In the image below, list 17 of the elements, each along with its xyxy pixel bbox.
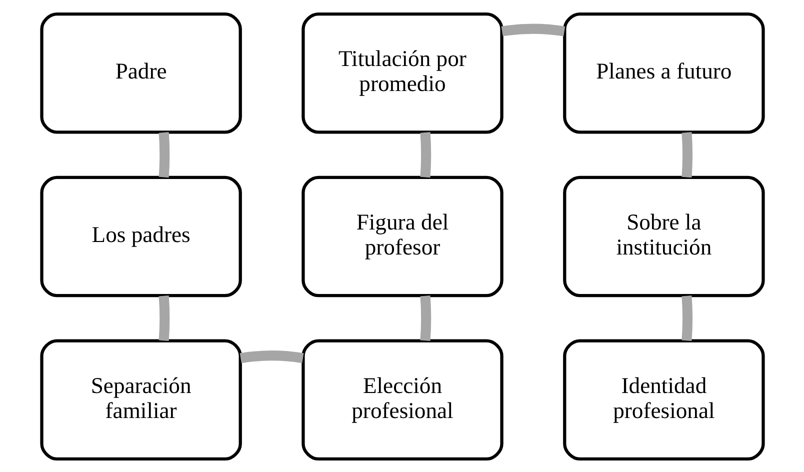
node-box: Titulación por promedio [301, 12, 503, 134]
node-box: Planes a futuro [562, 12, 764, 134]
connector [420, 294, 431, 340]
connector [239, 350, 304, 363]
connector [500, 23, 565, 36]
connector [158, 132, 170, 178]
connector [681, 295, 692, 340]
node-box: Elección profesional [301, 338, 503, 460]
node-box: Separación familiar [40, 338, 242, 460]
node-box: Identidad profesional [562, 338, 764, 460]
connector [420, 132, 431, 178]
connector [158, 294, 170, 340]
node-box: Sobre la institución [562, 175, 764, 297]
node-box: Los padres [40, 175, 242, 297]
node-box: Figura del profesor [301, 175, 503, 297]
node-box: Padre [40, 12, 242, 134]
connector [681, 132, 692, 178]
